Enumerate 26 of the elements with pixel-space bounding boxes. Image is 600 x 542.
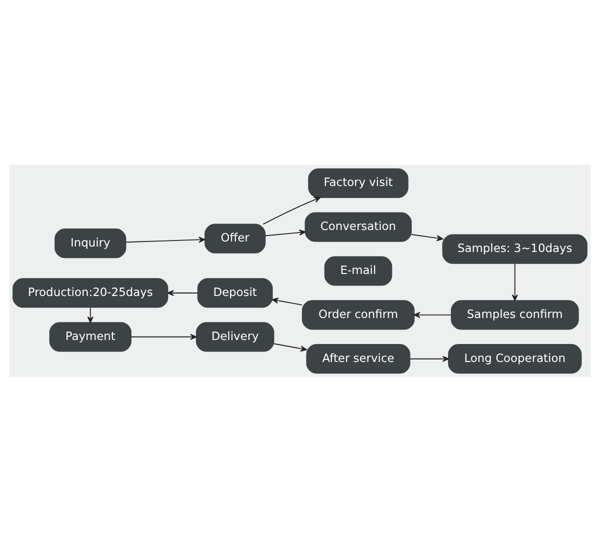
arrow: [130, 334, 197, 340]
arrow: [414, 312, 452, 318]
node-box: Delivery: [196, 322, 274, 352]
node-box: Offer: [204, 224, 266, 254]
node-box: Conversation: [304, 212, 412, 242]
node-box: Inquiry: [54, 228, 126, 258]
arrow: [262, 196, 321, 225]
arrow: [167, 290, 198, 296]
arrow: [87, 307, 94, 323]
arrow: [274, 343, 307, 352]
arrow: [125, 236, 206, 243]
node-box: Order confirm: [302, 300, 415, 330]
node-box: Payment: [49, 322, 132, 352]
node-box: Samples confirm: [450, 300, 579, 330]
arrow: [411, 234, 444, 242]
node-box: Samples: 3~10days: [442, 234, 588, 264]
node-box: E-mail: [324, 256, 392, 286]
node-box: Long Cooperation: [448, 344, 582, 374]
arrow: [264, 229, 306, 236]
node-box: Production:20-25days: [12, 278, 168, 308]
arrow: [512, 263, 518, 301]
arrow: [272, 298, 303, 306]
node-box: Deposit: [197, 278, 273, 308]
node-box: After service: [306, 344, 410, 374]
node-box: Factory visit: [308, 168, 408, 198]
arrow: [409, 356, 449, 362]
